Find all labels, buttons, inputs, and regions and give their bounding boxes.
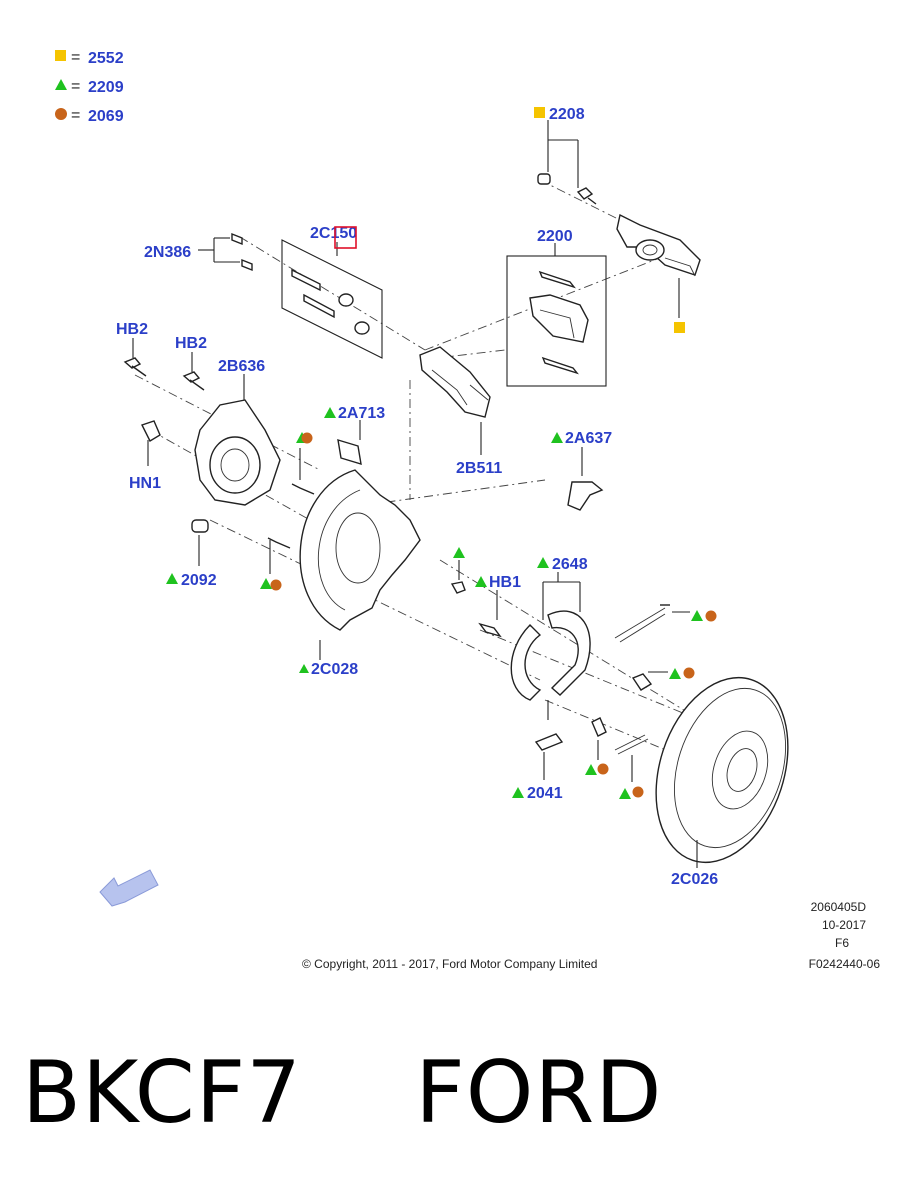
ref-date: 10-2017 — [822, 918, 866, 932]
brake-pad — [529, 294, 589, 343]
yellow-square-icon — [674, 322, 685, 333]
pad-kit-frame — [506, 255, 607, 387]
brown-circle-icon — [55, 108, 67, 120]
brake-pad-set — [506, 243, 607, 387]
label-2b636: 2B636 — [218, 358, 265, 375]
hub-nut — [141, 420, 161, 466]
green-triangle-icon — [166, 573, 178, 584]
yellow-square-icon — [534, 107, 545, 118]
label-2c028: 2C028 — [311, 661, 358, 678]
green-triangle-icon — [324, 407, 336, 418]
spring-hardware — [585, 604, 717, 799]
label-2648: 2648 — [552, 556, 588, 573]
label-2c026: 2C026 — [671, 871, 718, 888]
hb1-bolt — [478, 590, 502, 638]
label-2a713: 2A713 — [338, 405, 385, 422]
caliper-guide-pin — [576, 187, 597, 205]
exploded-brake-diagram: = 2552 = 2209 = 2069 — [55, 49, 880, 971]
legend-code: 2069 — [88, 108, 124, 125]
highlight-box — [334, 226, 357, 249]
label-2b511: 2B511 — [456, 460, 502, 477]
guide-pin-boot — [354, 321, 370, 335]
label-2200: 2200 — [537, 228, 573, 245]
vehicle-front-arrow-icon — [99, 869, 159, 907]
guide-pin-boot — [338, 293, 354, 307]
legend-code: 2209 — [88, 79, 124, 96]
label-hb2: HB2 — [116, 321, 148, 338]
label-2041: 2041 — [527, 785, 563, 802]
legend-item-square: = 2552 — [55, 49, 124, 67]
legend-code: 2552 — [88, 50, 124, 67]
legend-equals: = — [71, 107, 80, 124]
pad-wear-clip — [291, 420, 362, 495]
kit-frame — [281, 239, 383, 359]
steering-knuckle — [194, 374, 281, 506]
yellow-square-icon — [55, 50, 66, 61]
hub-bolts — [123, 338, 205, 391]
copyright: © Copyright, 2011 - 2017, Ford Motor Com… — [302, 957, 597, 971]
label-hb2: HB2 — [175, 335, 207, 352]
label-hn1: HN1 — [129, 475, 161, 492]
brake-backing-plate — [260, 469, 421, 673]
label-2092: 2092 — [181, 572, 217, 589]
pad-clip — [541, 356, 579, 375]
legend: = 2552 = 2209 = 2069 — [55, 49, 124, 125]
part-number: BKCF7 — [22, 1043, 302, 1143]
legend-item-circle: = 2069 — [55, 107, 124, 125]
label-hb1: HB1 — [489, 574, 521, 591]
caliper-bolt-cap — [537, 173, 551, 185]
brand-name: FORD — [415, 1043, 663, 1143]
label-2c150: 2C150 — [310, 225, 357, 242]
ref-fig: F6 — [835, 936, 849, 950]
label-2a637: 2A637 — [565, 430, 612, 447]
backing-plate-bolt — [450, 547, 466, 594]
green-triangle-icon — [551, 432, 563, 443]
caliper-assembly — [537, 120, 701, 333]
legend-item-triangle: = 2209 — [55, 78, 124, 96]
footer-title: BKCF7 FORD — [22, 1050, 662, 1136]
green-triangle-icon — [55, 79, 67, 90]
guide-pin-kit — [281, 239, 383, 359]
bleed-screws — [198, 232, 253, 272]
cable-bracket — [567, 447, 604, 511]
guide-lines — [134, 179, 701, 761]
ref-code: F0242440-06 — [809, 957, 881, 971]
guide-pin-bolt — [303, 293, 335, 319]
parking-brake-shoes — [510, 572, 591, 720]
diagram-meta: 2060405D 10-2017 F6 F0242440-06 © Copyri… — [302, 900, 880, 971]
legend-equals: = — [71, 49, 80, 66]
label-2208: 2208 — [549, 106, 585, 123]
bushing — [191, 519, 209, 566]
shoe-adjuster — [534, 733, 564, 780]
label-2n386: 2N386 — [144, 244, 191, 261]
caliper-anchor-bracket — [419, 346, 491, 455]
ref-number: 2060405D — [811, 900, 867, 914]
green-triangle-icon — [512, 787, 524, 798]
brake-disc — [655, 676, 789, 868]
callout-labels: 2208 2C150 2N386 2200 HB2 HB2 2B636 2A71… — [116, 106, 718, 888]
green-triangle-icon — [537, 557, 549, 568]
legend-equals: = — [71, 78, 80, 95]
guide-pin-bolt — [291, 268, 321, 292]
green-triangle-icon — [475, 576, 487, 587]
pad-clip — [538, 270, 576, 289]
